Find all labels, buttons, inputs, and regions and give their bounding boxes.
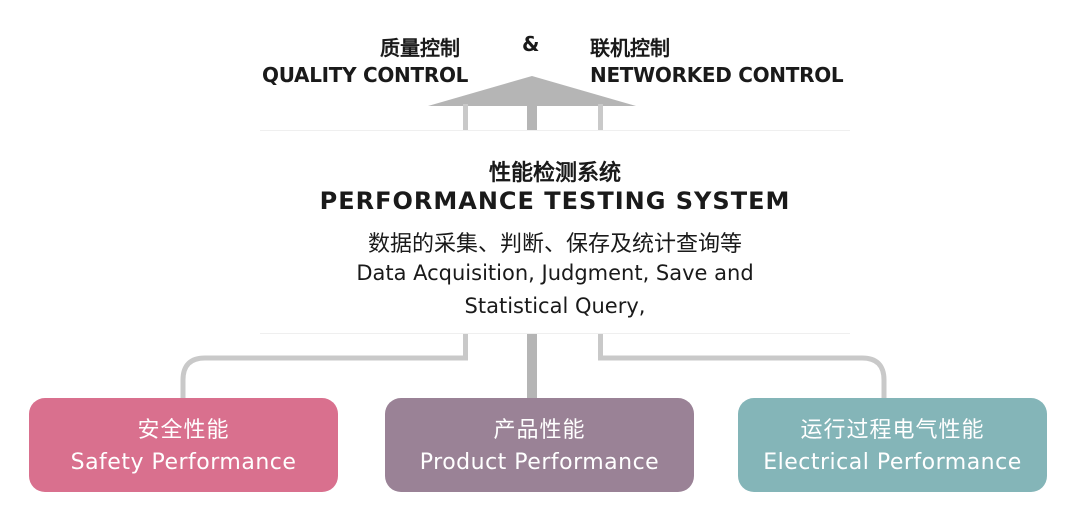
system-description-en-line1: Data Acquisition, Judgment, Save and — [356, 261, 754, 285]
electrical-performance-cn: 运行过程电气性能 — [800, 418, 985, 443]
product-performance-en: Product Performance — [419, 450, 660, 475]
safety-performance-cn: 安全性能 — [137, 418, 230, 443]
system-description-en-line2: Statistical Query, — [464, 294, 646, 318]
system-description-en: Data Acquisition, Judgment, Save and Sta… — [260, 257, 850, 323]
top-connector-center — [527, 104, 537, 132]
bottom-connector-left — [180, 332, 468, 398]
performance-testing-system-panel: 性能检测系统 PERFORMANCE TESTING SYSTEM 数据的采集、… — [260, 130, 850, 334]
system-description-cn: 数据的采集、判断、保存及统计查询等 — [367, 232, 742, 257]
safety-performance-en: Safety Performance — [70, 450, 297, 475]
electrical-performance-box: 运行过程电气性能 Electrical Performance — [738, 398, 1047, 492]
quality-control-en: QUALITY CONTROL — [262, 63, 469, 87]
product-performance-cn: 产品性能 — [493, 418, 586, 443]
networked-control-cn: 联机控制 — [590, 36, 670, 60]
networked-control-en: NETWORKED CONTROL — [590, 63, 844, 87]
system-title-en: PERFORMANCE TESTING SYSTEM — [319, 187, 791, 215]
bottom-connector-right — [598, 332, 887, 398]
product-performance-box: 产品性能 Product Performance — [385, 398, 694, 492]
safety-performance-box: 安全性能 Safety Performance — [29, 398, 338, 492]
system-title-cn: 性能检测系统 — [488, 161, 621, 186]
top-connector-left — [463, 104, 468, 132]
electrical-performance-en: Electrical Performance — [763, 450, 1022, 475]
top-connector-right — [598, 104, 603, 132]
ampersand: & — [522, 32, 540, 56]
quality-control-cn: 质量控制 — [380, 36, 460, 60]
bottom-connector-center — [527, 332, 537, 398]
upward-arrow-head — [428, 76, 636, 106]
